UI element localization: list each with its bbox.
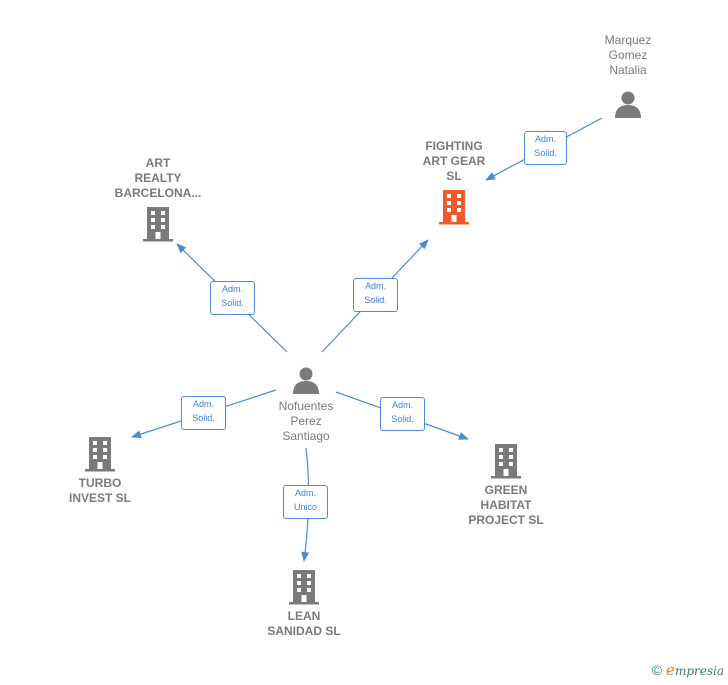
node-label: Nofuentes Perez Santiago (278, 399, 334, 443)
building-icon (85, 437, 115, 472)
node-label: Marquez Gomez Natalia (604, 33, 652, 77)
node-marquez-gomez-natalia[interactable]: Marquez Gomez Natalia (588, 33, 668, 119)
copyright-icon: © (651, 662, 663, 678)
building-icon (491, 444, 521, 479)
node-art-realty-barcelona[interactable]: ART REALTY BARCELONA... (108, 156, 208, 242)
node-label: FIGHTING ART GEAR SL (422, 139, 486, 183)
brand-name: mpresia (674, 664, 724, 678)
brand-initial: e (666, 661, 675, 679)
node-fighting-art-gear-sl[interactable]: FIGHTING ART GEAR SL (409, 139, 499, 225)
node-label: GREEN HABITAT PROJECT SL (468, 483, 544, 527)
person-icon (293, 367, 319, 394)
node-label: ART REALTY BARCELONA... (114, 156, 202, 200)
edge-label-nofuentes-art: Adm. Solid. (210, 281, 255, 315)
node-lean-sanidad-sl[interactable]: LEAN SANIDAD SL (258, 569, 350, 639)
edge-label-nofuentes-green: Adm. Solid. (380, 397, 425, 431)
edge-label-nofuentes-lean: Adm. Unico (283, 485, 328, 519)
building-icon (439, 190, 469, 225)
building-icon (289, 570, 319, 605)
node-turbo-invest-sl[interactable]: TURBO INVEST SL (55, 436, 145, 506)
edge-label-nofuentes-turbo: Adm. Solid. (181, 396, 226, 430)
edge-label-nofuentes-fighting: Adm. Solid. (353, 278, 398, 312)
building-icon (143, 207, 173, 242)
node-green-habitat-project-sl[interactable]: GREEN HABITAT PROJECT SL (458, 443, 554, 528)
node-label: LEAN SANIDAD SL (267, 609, 341, 638)
node-nofuentes-perez-santiago[interactable]: Nofuentes Perez Santiago (264, 365, 348, 444)
edge-label-marquez-fighting: Adm. Solid. (524, 131, 567, 165)
footer-brand: ©empresia (652, 661, 724, 679)
node-label: TURBO INVEST SL (68, 476, 131, 505)
person-icon (615, 91, 641, 118)
